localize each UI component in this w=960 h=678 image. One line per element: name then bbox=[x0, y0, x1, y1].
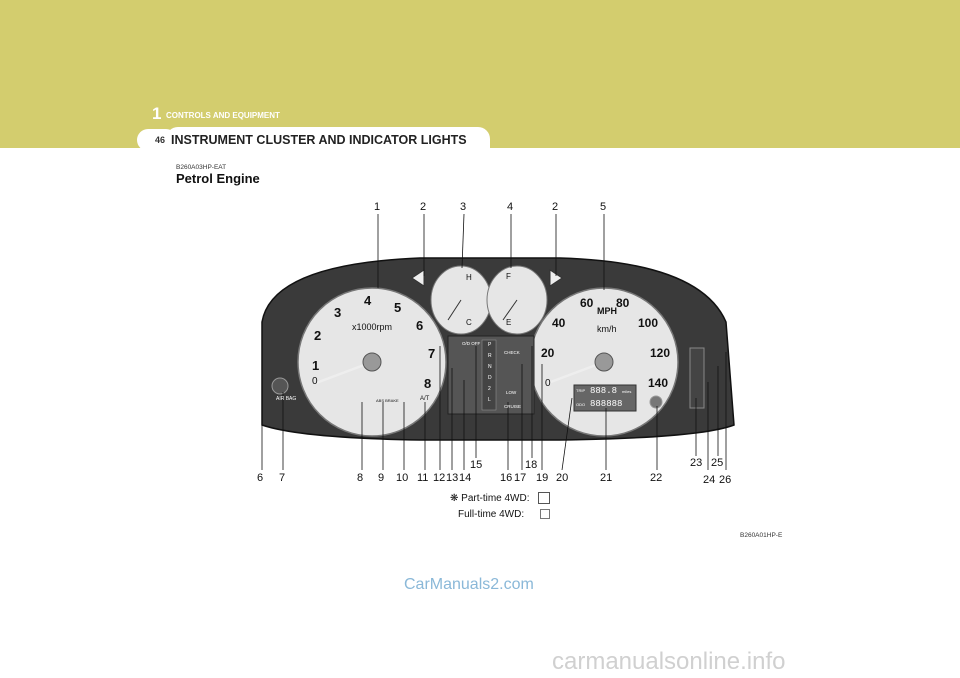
odo-value: 888888 bbox=[590, 399, 623, 409]
tach-number: 1 bbox=[312, 358, 320, 373]
od-off-label: O/D OFF bbox=[462, 341, 481, 346]
callout-number: 2 bbox=[552, 201, 559, 213]
tach-number: 0 bbox=[312, 376, 318, 387]
engine-title: Petrol Engine bbox=[176, 171, 260, 186]
section-tab bbox=[166, 127, 490, 150]
figure-code: B260A01HP-E bbox=[740, 532, 783, 539]
gear-letter: D bbox=[488, 375, 492, 381]
tach-unit: x1000rpm bbox=[352, 322, 393, 332]
speed-mph-number: 80 bbox=[616, 296, 630, 310]
callout-number: 20 bbox=[556, 472, 569, 484]
right-indicator-stack bbox=[689, 347, 705, 409]
gear-letter: L bbox=[488, 397, 491, 403]
callout-number: 25 bbox=[711, 457, 724, 469]
callout-number: 11 bbox=[417, 472, 429, 484]
callout-number: 2 bbox=[420, 201, 427, 213]
header-band bbox=[0, 0, 960, 148]
low-label: LOW bbox=[506, 390, 517, 395]
callout-number: 12 bbox=[433, 472, 446, 484]
callout-number: 18 bbox=[525, 459, 538, 471]
full-time-4wd-icon bbox=[540, 509, 550, 519]
callout-number: 15 bbox=[470, 459, 483, 471]
tach-number: 3 bbox=[334, 305, 342, 320]
brake-label: ABS BRAKE bbox=[376, 398, 399, 403]
watermark-primary[interactable]: CarManuals2.com bbox=[404, 576, 534, 593]
odo-label: ODO bbox=[576, 402, 586, 407]
callout-number: 26 bbox=[719, 474, 732, 486]
callout-number: 8 bbox=[357, 472, 364, 484]
callout-number: 24 bbox=[703, 474, 716, 486]
callout-number: 19 bbox=[536, 472, 549, 484]
callout-number: 22 bbox=[650, 472, 663, 484]
airbag-indicator bbox=[271, 377, 289, 395]
tach-number: 2 bbox=[314, 328, 322, 343]
check-label: CHECK bbox=[504, 350, 520, 355]
tach-needle-hub bbox=[362, 352, 382, 372]
callout-number: 10 bbox=[396, 472, 409, 484]
callout-number: 7 bbox=[279, 472, 286, 484]
tach-number: 4 bbox=[364, 293, 372, 308]
section-title: INSTRUMENT CLUSTER AND INDICATOR LIGHTS bbox=[171, 133, 467, 147]
callout-number: 4 bbox=[507, 201, 514, 213]
gear-indicator-strip bbox=[481, 339, 497, 411]
watermark-secondary: carmanualsonline.info bbox=[552, 648, 786, 675]
tach-number: 5 bbox=[394, 300, 402, 315]
at-label: A/T bbox=[420, 396, 430, 402]
speed-unit-mph: MPH bbox=[597, 306, 617, 316]
gear-letter: N bbox=[488, 364, 492, 370]
callout-number: 17 bbox=[514, 472, 527, 484]
fuel-needle bbox=[502, 299, 518, 321]
trip-value: 888.8 bbox=[590, 386, 618, 396]
part-time-4wd-icon bbox=[538, 492, 550, 504]
speed-needle-hub bbox=[594, 352, 614, 372]
callout-number: 5 bbox=[600, 201, 607, 213]
callout-number: 3 bbox=[460, 201, 467, 213]
callout-lines-bottom bbox=[261, 346, 727, 471]
fuel-full-label: F bbox=[506, 272, 511, 281]
miles-label: miles bbox=[622, 389, 632, 394]
temp-low-label: C bbox=[466, 318, 472, 327]
section-code: B260A03HP-EAT bbox=[176, 164, 227, 171]
speed-mph-number: 120 bbox=[650, 346, 671, 360]
airbag-label: AIR BAG bbox=[276, 396, 297, 402]
callout-number: 6 bbox=[257, 472, 264, 484]
callout-number: 14 bbox=[459, 472, 472, 484]
indicator-22 bbox=[649, 395, 663, 409]
speed-mph-number: 100 bbox=[638, 316, 659, 330]
legend-full-time: Full-time 4WD: bbox=[458, 509, 525, 520]
cruise-label: CRUISE bbox=[504, 404, 522, 409]
speed-unit-kmh: km/h bbox=[597, 324, 617, 334]
speed-needle bbox=[547, 360, 605, 385]
odometer-display bbox=[573, 384, 637, 412]
speed-mph-number: 140 bbox=[648, 376, 669, 390]
legend-part-time: ❋ Part-time 4WD: bbox=[450, 493, 530, 504]
gear-letter: R bbox=[488, 353, 492, 359]
speed-mph-number: 0 bbox=[545, 378, 551, 389]
gear-letter: 2 bbox=[488, 386, 491, 392]
speed-mph-number: 20 bbox=[541, 346, 555, 360]
gear-letter: P bbox=[488, 342, 492, 348]
trip-label: TRIP bbox=[576, 388, 586, 393]
tach-number: 8 bbox=[424, 376, 432, 391]
callout-number: 1 bbox=[374, 201, 381, 213]
callout-number: 16 bbox=[500, 472, 513, 484]
page-number: 46 bbox=[155, 135, 166, 145]
chapter-title: CONTROLS AND EQUIPMENT bbox=[166, 111, 280, 120]
callout-number: 13 bbox=[446, 472, 459, 484]
temp-needle bbox=[447, 299, 462, 321]
callout-number: 9 bbox=[378, 472, 385, 484]
tach-number: 7 bbox=[428, 346, 436, 361]
chapter-number: 1 bbox=[152, 104, 162, 123]
fuel-empty-label: E bbox=[506, 318, 512, 327]
speed-mph-number: 60 bbox=[580, 296, 594, 310]
tach-number: 6 bbox=[416, 318, 424, 333]
speed-mph-number: 40 bbox=[552, 316, 566, 330]
left-turn-arrow bbox=[411, 269, 425, 287]
callout-lines-top bbox=[377, 213, 605, 290]
callout-number: 23 bbox=[690, 457, 703, 469]
tach-needle bbox=[315, 360, 373, 385]
temp-high-label: H bbox=[466, 273, 472, 282]
callout-number: 21 bbox=[600, 472, 613, 484]
